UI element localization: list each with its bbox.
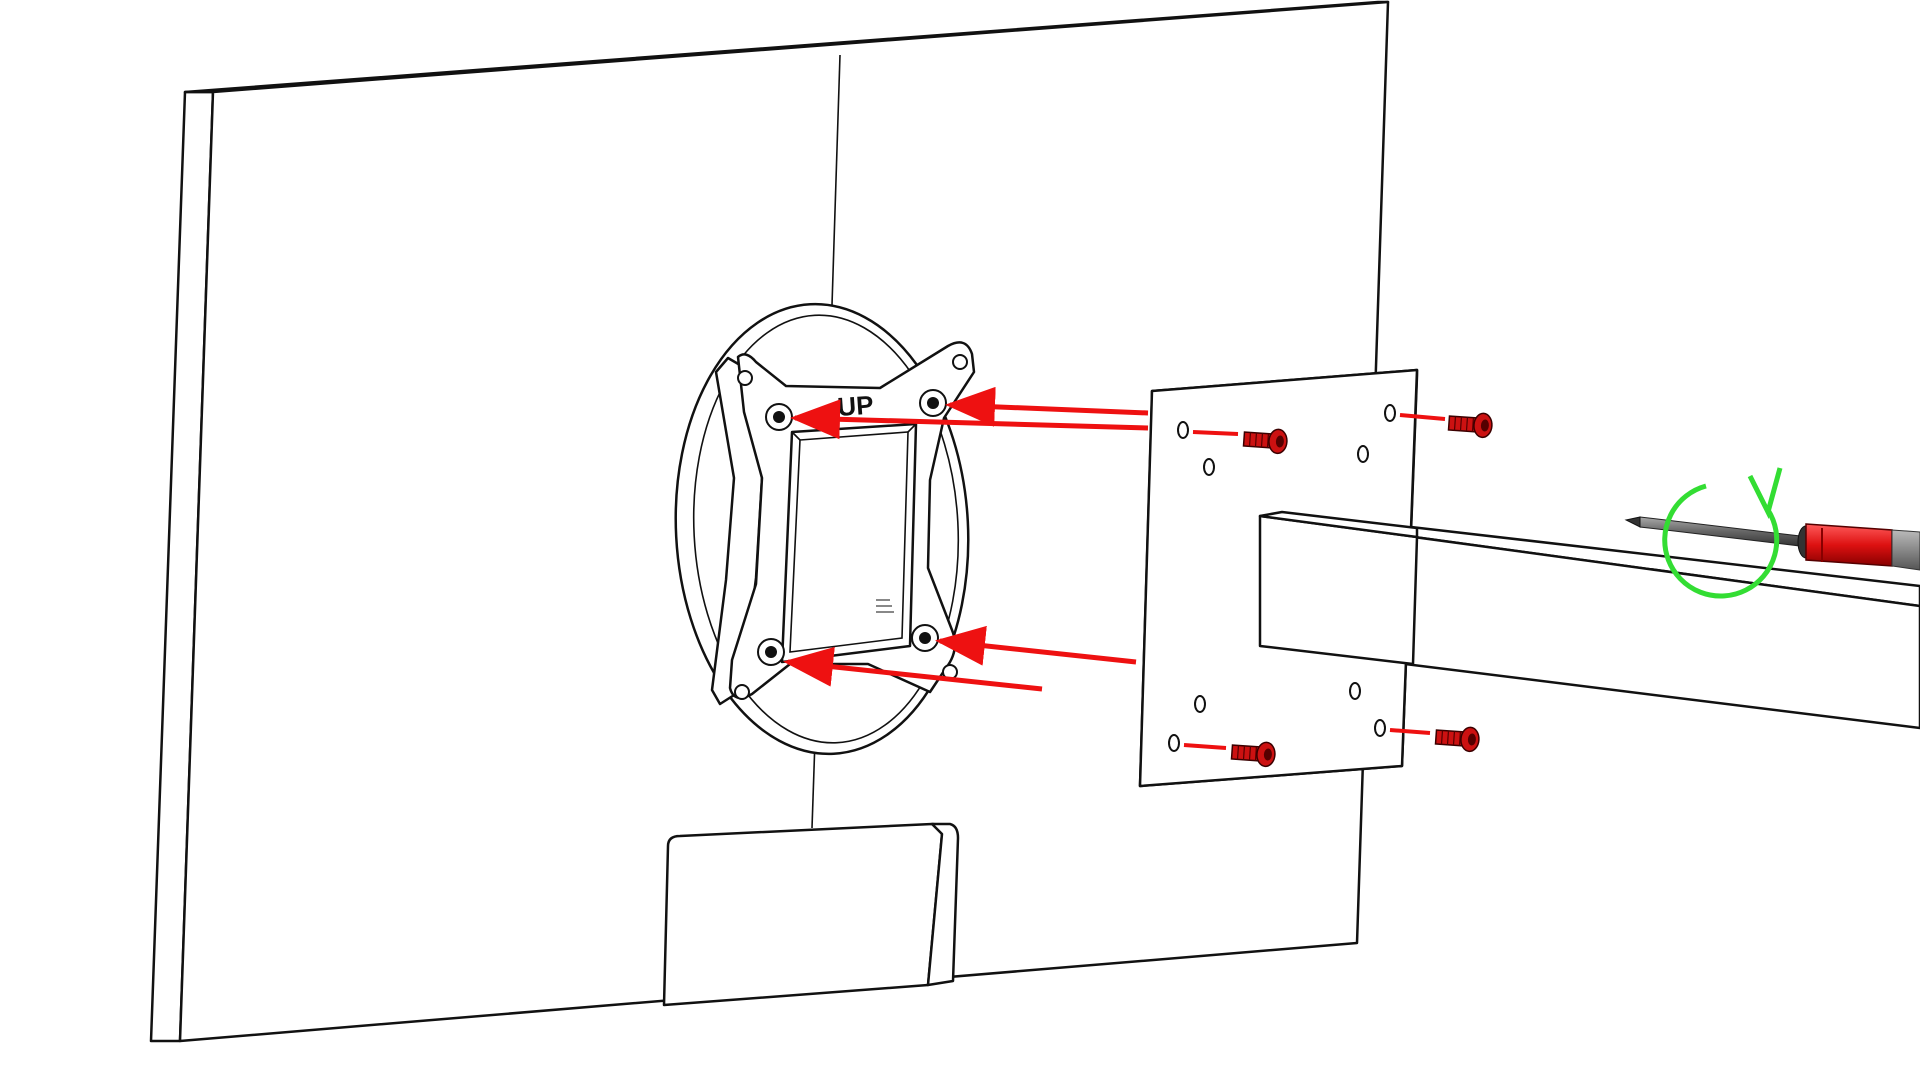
bracket-opening-depth-right	[907, 423, 917, 433]
arm-top-face-overlap	[1258, 510, 1419, 539]
rotation-arc	[1662, 483, 1780, 599]
rotation-arrowhead	[1747, 467, 1783, 519]
mount-boss-inner-rim	[692, 314, 960, 744]
arrow-bottom-right-hole	[935, 625, 1137, 666]
bracket-threaded-hole-tr	[919, 389, 947, 417]
stand-neck	[662, 822, 960, 1007]
alignment-arrows	[783, 386, 1149, 692]
arrow-top-left-hole	[790, 399, 1149, 440]
clockwise-rotation-icon	[1662, 467, 1783, 599]
plate-hole-inner-bl	[1194, 695, 1206, 713]
plate-hole-inner-br	[1349, 682, 1361, 700]
screwdriver-handle	[1805, 523, 1893, 567]
bracket-threaded-hole-bl	[757, 638, 785, 666]
arm-front-face-overlap	[1258, 514, 1419, 666]
plate-hole-br	[1374, 719, 1386, 737]
screw-icon	[1434, 726, 1480, 753]
plate-hole-tl	[1177, 421, 1189, 439]
screw-guide-tl	[1192, 430, 1239, 436]
bracket-up-label: UP	[836, 390, 874, 422]
bracket-outer-hole-bl	[734, 684, 750, 700]
stand-neck-side	[926, 822, 960, 987]
plate-hole-tr	[1384, 404, 1396, 422]
plate-hole-inner-tl	[1203, 458, 1215, 476]
monitor-center-seam-bottom	[811, 739, 816, 829]
bracket-outer-hole-tr	[952, 354, 968, 370]
screw-icon	[1242, 428, 1288, 455]
arm-mounting-plate	[1138, 368, 1419, 788]
screws	[1183, 412, 1493, 768]
bracket-threaded-hole-br	[911, 624, 939, 652]
bracket-threaded-hole-tl	[765, 403, 793, 431]
arrow-top-right-hole	[945, 386, 1149, 427]
screw-icon	[1447, 412, 1493, 439]
arrow-bottom-left-hole	[783, 646, 1043, 692]
screwdriver-icon	[1624, 516, 1920, 571]
bracket-detail-ticks	[876, 599, 894, 613]
screw-guide-br	[1389, 728, 1431, 735]
bracket-outer-hole-tl	[737, 370, 753, 386]
bracket-center-opening	[780, 422, 918, 664]
plate-hole-bl	[1168, 734, 1180, 752]
screwdriver-cap	[1891, 529, 1920, 571]
screw-guide-tr	[1399, 413, 1446, 421]
plate-hole-inner-tr	[1357, 445, 1369, 463]
screw-icon	[1230, 741, 1276, 768]
monitor-center-seam-top	[831, 54, 841, 306]
screw-guide-bl	[1183, 743, 1227, 750]
bracket-opening-shadow	[789, 431, 909, 653]
stand-neck-front	[662, 822, 944, 1007]
screwdriver-tip	[1624, 516, 1641, 528]
